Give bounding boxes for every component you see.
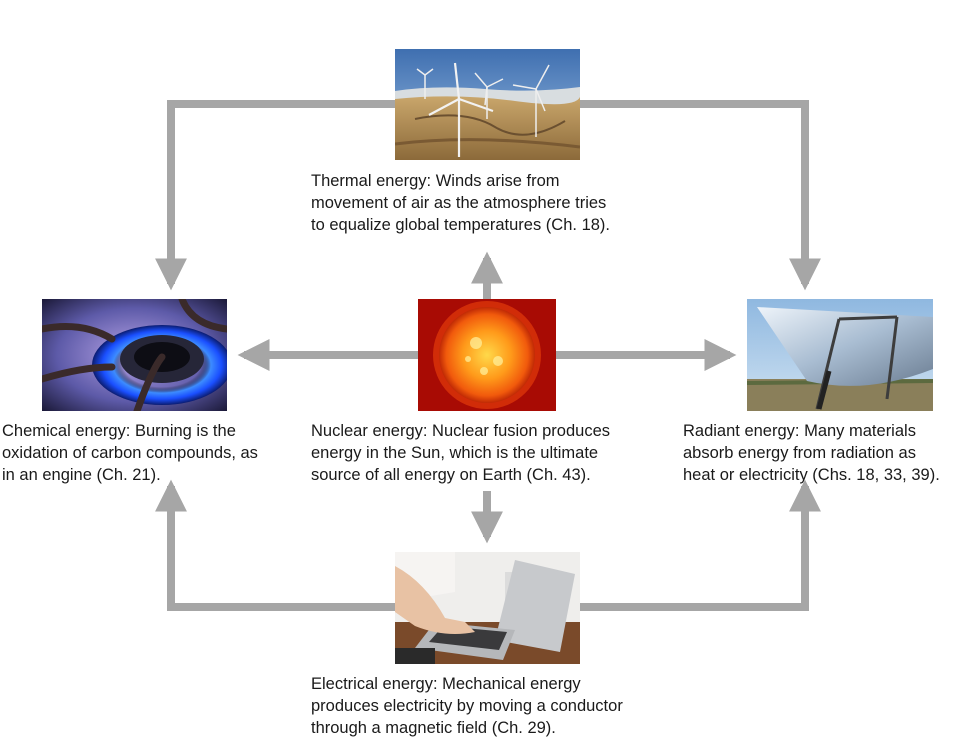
- chemical-caption-line-2: oxidation of carbon compounds, as: [2, 444, 258, 462]
- nuclear-caption-line-2: energy in the Sun, which is the ultimate: [311, 444, 599, 462]
- electrical-caption-line-1: Electrical energy: Mechanical energy: [311, 675, 581, 693]
- electrical-energy-caption: Electrical energy: Mechanical energy pro…: [311, 673, 623, 739]
- chemical-caption-line-3: in an engine (Ch. 21).: [2, 466, 161, 484]
- thermal-caption-line-3: to equalize global temperatures (Ch. 18)…: [311, 216, 610, 234]
- nuclear-caption-line-1: Nuclear energy: Nuclear fusion produces: [311, 422, 610, 440]
- nuclear-caption-line-3: source of all energy on Earth (Ch. 43).: [311, 466, 591, 484]
- electrical-caption-line-3: through a magnetic field (Ch. 29).: [311, 719, 556, 737]
- arrow-thermal-to-radiant: [580, 100, 821, 291]
- radiant-caption-line-1: Radiant energy: Many materials: [683, 422, 916, 440]
- thermal-caption-line-2: movement of air as the atmosphere tries: [311, 194, 607, 212]
- radiant-caption-line-2: absorb energy from radiation as: [683, 444, 916, 462]
- thermal-energy-caption: Thermal energy: Winds arise from movemen…: [311, 170, 610, 236]
- chemical-energy-caption: Chemical energy: Burning is the oxidatio…: [2, 420, 258, 486]
- thermal-caption-line-1: Thermal energy: Winds arise from: [311, 172, 560, 190]
- nuclear-energy-caption: Nuclear energy: Nuclear fusion produces …: [311, 420, 610, 486]
- gas-burner-flame-photo: [42, 299, 227, 411]
- laptop-typing-photo: [395, 552, 580, 664]
- arrow-thermal-to-chemical: [155, 100, 395, 291]
- electrical-caption-line-2: produces electricity by moving a conduct…: [311, 697, 623, 715]
- radiant-energy-caption: Radiant energy: Many materials absorb en…: [683, 420, 940, 486]
- arrow-electrical-to-radiant: [580, 479, 821, 611]
- solar-concentrator-photo: [747, 299, 933, 411]
- arrow-electrical-to-chemical: [155, 479, 395, 611]
- chemical-caption-line-1: Chemical energy: Burning is the: [2, 422, 236, 440]
- radiant-caption-line-3: heat or electricity (Chs. 18, 33, 39).: [683, 466, 940, 484]
- sun-photo: [418, 299, 556, 411]
- wind-turbines-photo: [395, 49, 580, 160]
